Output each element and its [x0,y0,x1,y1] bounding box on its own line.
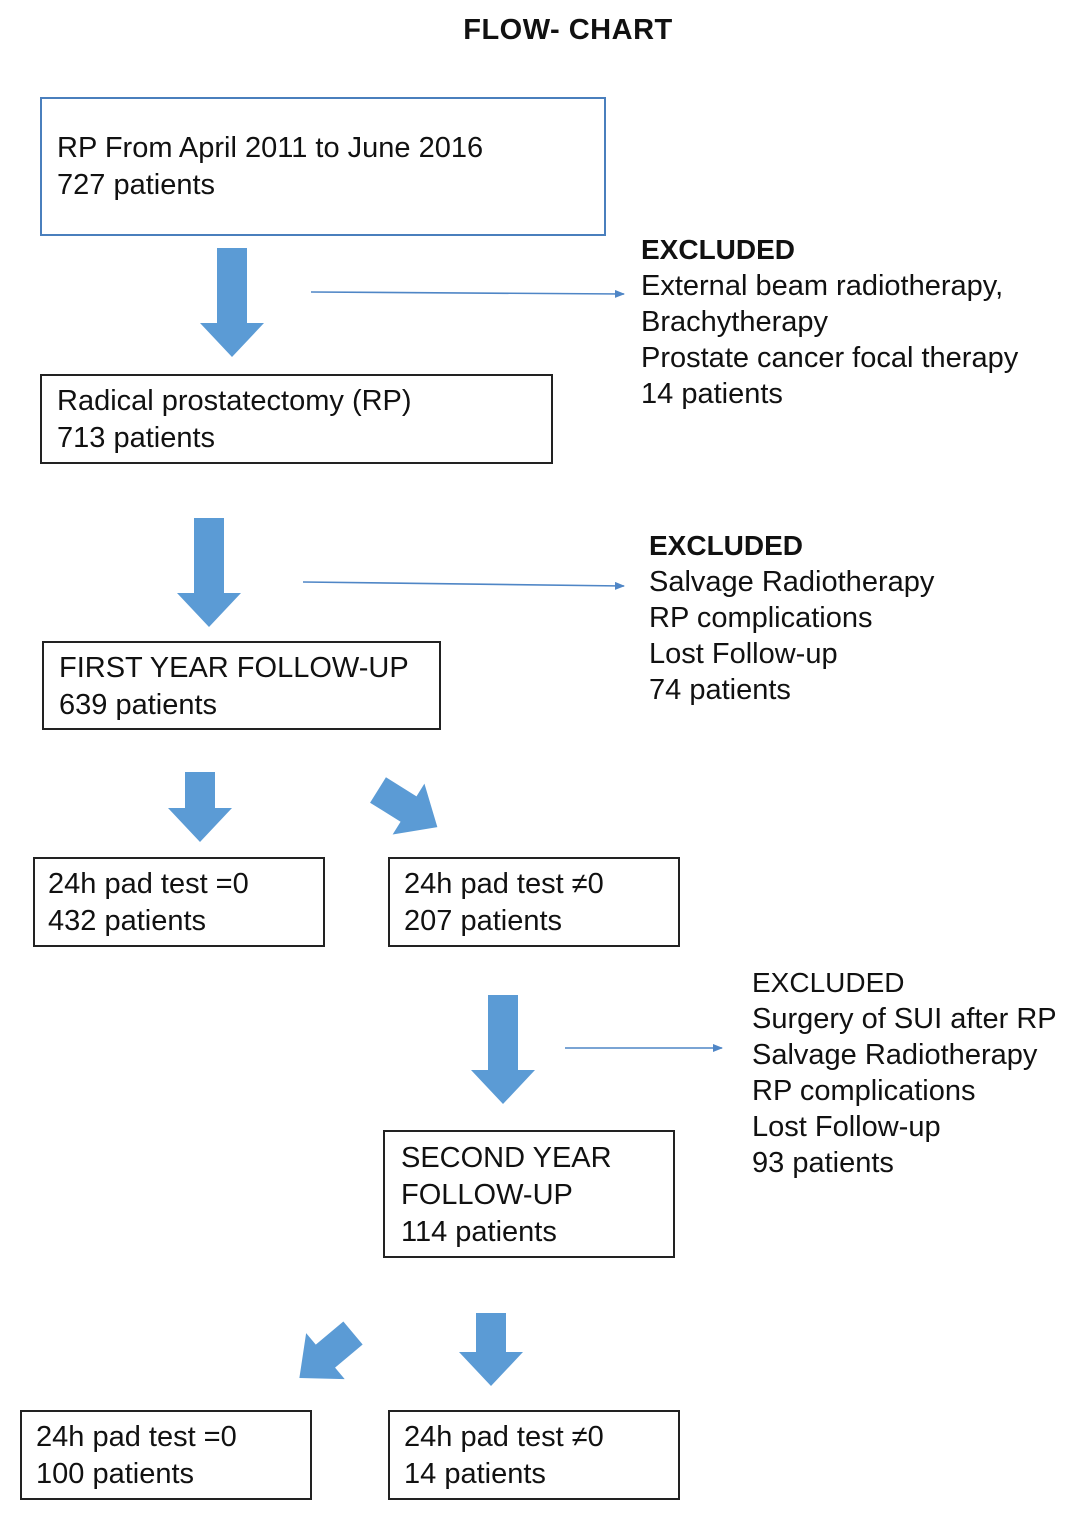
box-line: 24h pad test ≠0 [404,1421,604,1453]
box-second-year-follow-up: SECOND YEAR FOLLOW-UP 114 patients [383,1130,675,1258]
box-line: FOLLOW-UP [401,1179,573,1211]
excluded-item: Salvage Radiotherapy [649,566,935,598]
excluded-heading: EXCLUDED [649,530,804,561]
excluded-heading: EXCLUDED [752,967,905,998]
box-line: 639 patients [59,689,218,721]
excluded-block-2: EXCLUDED Salvage Radiotherapy RP complic… [649,528,934,708]
excluded-block-1: EXCLUDED External beam radiotherapy, Bra… [641,232,1018,412]
exclusion-arrow-2 [302,581,625,590]
down-arrow-5 [459,1313,523,1386]
page-title: FLOW- CHART [463,14,673,46]
box-line: SECOND YEAR [401,1142,612,1174]
excluded-item: Lost Follow-up [752,1111,941,1143]
box-pad-test-zero-first: 24h pad test =0 432 patients [33,857,325,947]
excluded-item: Salvage Radiotherapy [752,1039,1038,1071]
down-arrow-1 [200,248,264,357]
down-arrow-2 [177,518,241,627]
box-line: 432 patients [48,905,207,937]
box-line: 24h pad test =0 [36,1421,237,1453]
box-rp-period: RP From April 2011 to June 2016 727 pati… [40,97,606,236]
box-line: FIRST YEAR FOLLOW-UP [59,652,409,684]
box-line: 14 patients [404,1458,546,1490]
box-radical-prostatectomy: Radical prostatectomy (RP) 713 patients [40,374,553,464]
down-arrow-4 [471,995,535,1104]
excluded-heading: EXCLUDED [641,234,796,265]
excluded-item: Lost Follow-up [649,638,838,670]
exclusion-arrow-1 [310,289,625,298]
box-line: 24h pad test ≠0 [404,868,604,900]
excluded-count: 93 patients [752,1147,894,1179]
box-pad-test-zero-second: 24h pad test =0 100 patients [20,1410,312,1500]
excluded-item: Surgery of SUI after RP [752,1003,1057,1035]
excluded-count: 14 patients [641,378,783,410]
box-pad-test-nonzero-first: 24h pad test ≠0 207 patients [388,857,680,947]
box-line: 100 patients [36,1458,195,1490]
excluded-block-3: EXCLUDED Surgery of SUI after RP Salvage… [752,965,1057,1181]
diagonal-arrow-right-1 [370,777,438,835]
excluded-item: Prostate cancer focal therapy [641,342,1019,374]
excluded-count: 74 patients [649,674,791,706]
box-first-year-follow-up: FIRST YEAR FOLLOW-UP 639 patients [42,641,441,730]
box-line: RP From April 2011 to June 2016 [57,132,484,164]
box-line: 24h pad test =0 [48,868,249,900]
excluded-item: External beam radiotherapy, [641,270,1004,302]
diagonal-arrow-left-1 [299,1321,363,1380]
box-line: 207 patients [404,905,563,937]
excluded-item: RP complications [752,1075,976,1107]
excluded-item: RP complications [649,602,873,634]
down-arrow-3 [168,772,232,842]
box-line: 727 patients [57,169,216,201]
box-pad-test-nonzero-second: 24h pad test ≠0 14 patients [388,1410,680,1500]
box-line: Radical prostatectomy (RP) [57,385,412,417]
excluded-item: Brachytherapy [641,306,828,338]
box-line: 114 patients [401,1216,557,1248]
box-line: 713 patients [57,422,216,454]
